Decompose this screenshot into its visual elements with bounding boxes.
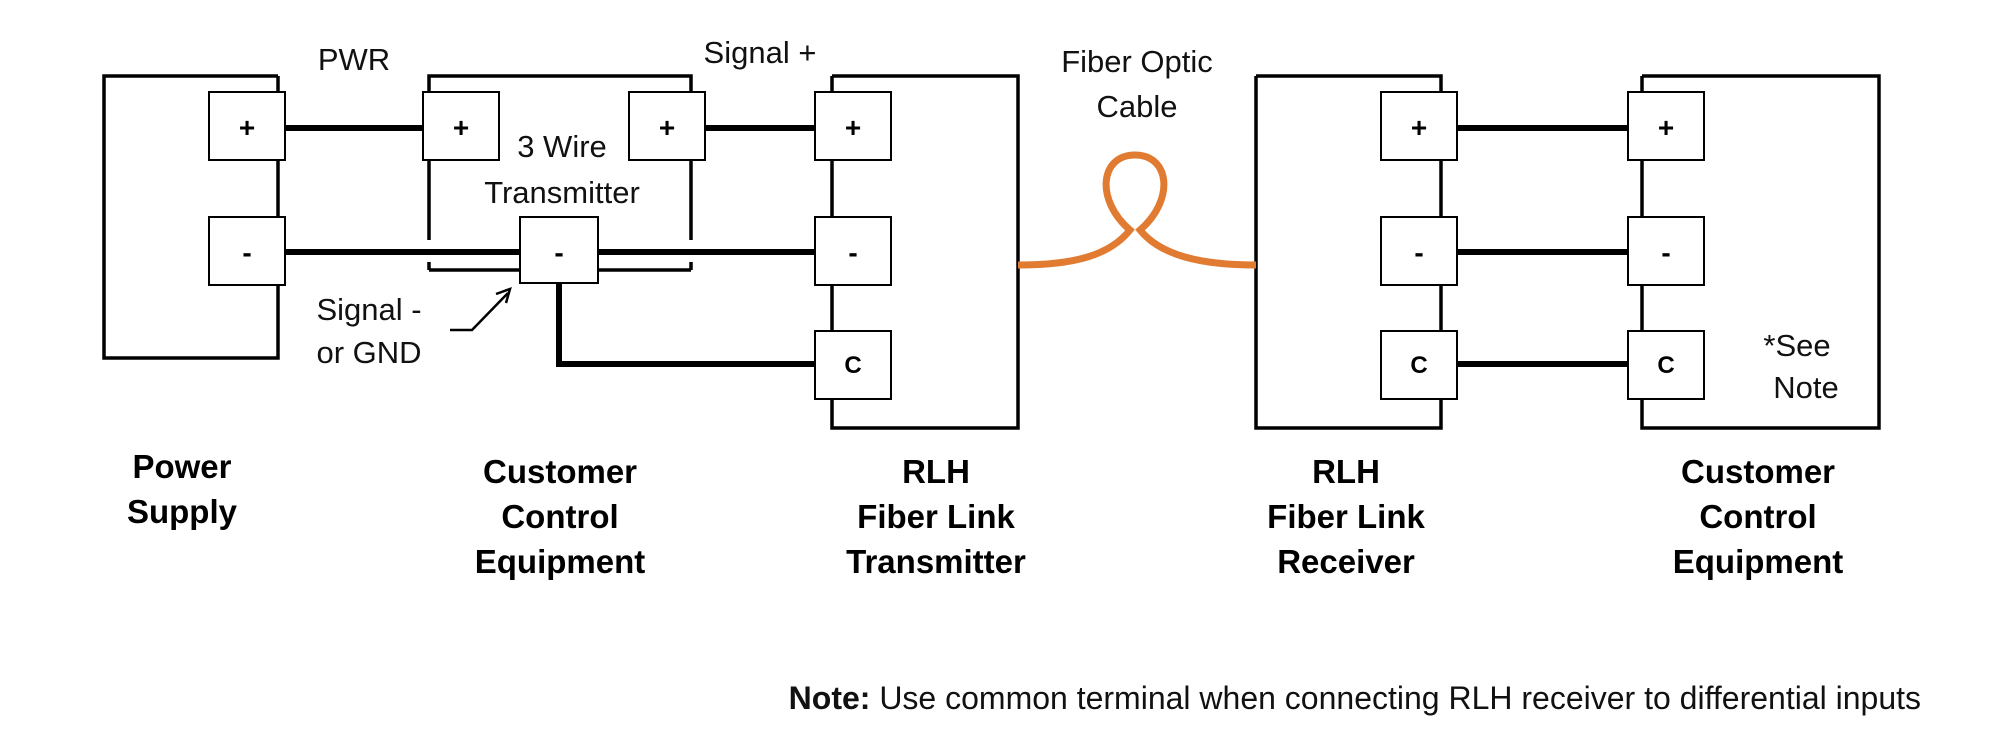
ccrx-minus-terminal: - [1627, 216, 1705, 286]
fiber-optic-label: Fiber Optic [1061, 44, 1213, 79]
svg-text:Equipment: Equipment [475, 543, 646, 580]
note-ref-label: Note [1773, 370, 1838, 405]
svg-text:Power: Power [132, 448, 231, 485]
svg-text:-: - [1414, 237, 1423, 268]
svg-text:Supply: Supply [127, 493, 238, 530]
wire-common-tx [556, 283, 815, 367]
three-wire-label: 3 Wire [517, 129, 607, 164]
cc-minus-terminal: - [519, 216, 599, 284]
svg-text:-: - [1661, 237, 1670, 268]
svg-text:+: + [453, 112, 469, 143]
fiber-optic-cable [1017, 151, 1257, 269]
footnote: Note: Use common terminal when connectin… [789, 680, 1921, 716]
svg-text:+: + [1411, 112, 1427, 143]
customer-control-rx-box [1640, 74, 1881, 430]
svg-text:+: + [1658, 112, 1674, 143]
svg-text:RLH: RLH [902, 453, 970, 490]
signal-minus-arrow [450, 287, 512, 332]
rlh-transmitter-caption: RLH Fiber Link Transmitter [846, 453, 1026, 580]
customer-control-rx-caption: Customer Control Equipment [1673, 453, 1844, 580]
signal-minus-label: Signal - [316, 292, 421, 327]
ccrx-plus-terminal: + [1627, 91, 1705, 161]
customer-control-tx-bracket [427, 74, 693, 96]
svg-text:+: + [845, 112, 861, 143]
svg-text:-: - [848, 237, 857, 268]
rlh-receiver-caption: RLH Fiber Link Receiver [1267, 453, 1425, 580]
signal-plus-label: Signal + [704, 35, 817, 70]
customer-control-tx-caption: Customer Control Equipment [475, 453, 646, 580]
power-supply-caption: Power Supply [127, 448, 238, 530]
footnote-label: Note: [789, 680, 871, 716]
svg-text:C: C [1657, 352, 1674, 379]
svg-text:+: + [239, 112, 255, 143]
pwr-label: PWR [318, 42, 390, 77]
svg-text:RLH: RLH [1312, 453, 1380, 490]
svg-text:-: - [554, 237, 563, 268]
cc-pwr-plus-terminal: + [422, 91, 500, 161]
tx-common-terminal: C [814, 330, 892, 400]
tx-plus-terminal: + [814, 91, 892, 161]
svg-text:Control: Control [501, 498, 618, 535]
svg-text:Fiber Link: Fiber Link [857, 498, 1015, 535]
rx-common-terminal: C [1380, 330, 1458, 400]
cc-signal-plus-terminal: + [628, 91, 706, 161]
ccrx-common-terminal: C [1627, 330, 1705, 400]
footnote-text: Use common terminal when connecting RLH … [870, 680, 1921, 716]
tx-minus-terminal: - [814, 216, 892, 286]
transmitter-label: Transmitter [484, 175, 640, 210]
svg-text:Receiver: Receiver [1277, 543, 1415, 580]
svg-text:C: C [844, 352, 861, 379]
see-note-label: *See [1763, 328, 1830, 363]
ps-plus-terminal: + [208, 91, 286, 161]
svg-text:Fiber Link: Fiber Link [1267, 498, 1425, 535]
rlh-receiver-box [1254, 74, 1443, 430]
cable-label: Cable [1097, 89, 1178, 124]
svg-text:Control: Control [1699, 498, 1816, 535]
svg-text:Customer: Customer [483, 453, 637, 490]
svg-text:C: C [1410, 352, 1427, 379]
svg-text:Equipment: Equipment [1673, 543, 1844, 580]
svg-text:+: + [659, 112, 675, 143]
rx-minus-terminal: - [1380, 216, 1458, 286]
ps-minus-terminal: - [208, 216, 286, 286]
rlh-transmitter-box [830, 74, 1020, 430]
svg-text:Transmitter: Transmitter [846, 543, 1026, 580]
gnd-label: or GND [316, 335, 421, 370]
rx-plus-terminal: + [1380, 91, 1458, 161]
svg-text:Customer: Customer [1681, 453, 1835, 490]
svg-text:-: - [242, 237, 251, 268]
